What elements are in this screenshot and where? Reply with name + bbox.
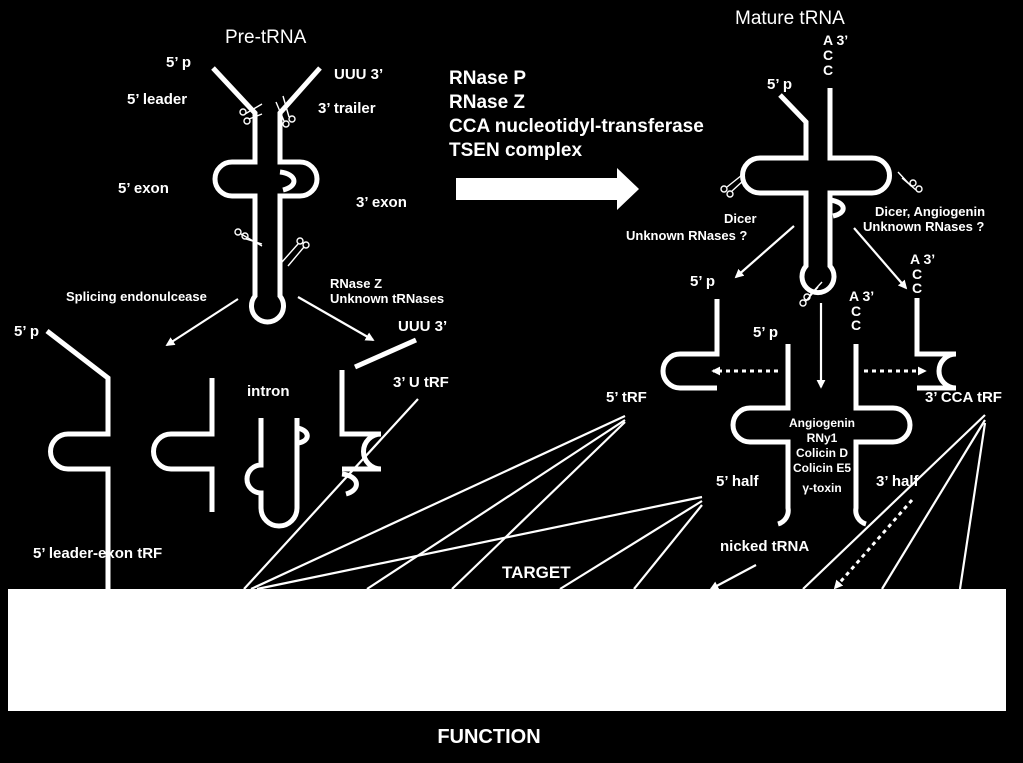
pre-uuu3-label: UUU 3’ <box>334 66 383 83</box>
dicer-label: Dicer <box>724 211 757 226</box>
unknown-rnases-left-label: Unknown RNases ? <box>626 228 747 243</box>
processing-arrow <box>456 168 639 210</box>
pre-5-leader-label: 5’ leader <box>127 91 187 108</box>
utrf-fragment <box>353 337 418 370</box>
target-label: TARGET <box>502 563 571 582</box>
target-connector-lines <box>243 398 987 591</box>
trf5-label: 5’ tRF <box>606 389 647 406</box>
cleaver-colicin-e5: Colicin E5 <box>793 461 851 475</box>
pre-5-exon-label: 5’ exon <box>118 180 169 197</box>
pre-3-exon-label: 3’ exon <box>356 194 407 211</box>
products-5p-label: 5’ p <box>14 323 39 340</box>
products-uuu3-label: UUU 3’ <box>398 318 447 335</box>
intron-fragment <box>244 418 310 529</box>
leader-exon-trf-label: 5’ leader-exon tRF <box>33 545 162 562</box>
mature-cc2-label: C <box>851 317 861 333</box>
half3-label: 3’ half <box>876 473 920 490</box>
enzyme-rnase-p: RNase P <box>449 68 526 89</box>
dicer-angiogenin-label: Dicer, Angiogenin <box>875 204 985 219</box>
cleaver-gamma-toxin: γ-toxin <box>802 481 841 495</box>
trailer-exon-fragment <box>339 370 382 497</box>
cca-trf-label: 3’ CCA tRF <box>925 389 1002 406</box>
pre-trna-title: Pre-tRNA <box>225 27 307 48</box>
arrow-rnase-z <box>297 296 375 341</box>
arrow-splicing <box>165 298 239 346</box>
mature-5p-b-label: 5’ p <box>690 273 715 290</box>
pre-5p-label: 5’ p <box>166 54 191 71</box>
arrow-dicer-angiogenin <box>853 227 908 290</box>
function-label: FUNCTION <box>437 726 540 748</box>
leader-exon-fragment <box>45 329 111 590</box>
target-box <box>8 589 1006 711</box>
mature-a3-c-label: A 3’ <box>849 288 874 304</box>
rnase-z-label: RNase Z <box>330 276 382 291</box>
arrow-dicer <box>734 225 795 279</box>
unknown-trnases-label: Unknown tRNases <box>330 291 444 306</box>
mature-a3-label: A 3’ <box>823 32 848 48</box>
pre-trna-structure <box>211 66 322 325</box>
pre-3-trailer-label: 3’ trailer <box>318 100 376 117</box>
nicked-trna-label: nicked tRNA <box>720 538 809 555</box>
trf5-fragment <box>660 299 720 391</box>
enzyme-tsen-complex: TSEN complex <box>449 140 582 161</box>
mature-trna-title: Mature tRNA <box>735 8 845 29</box>
mature-a3-b-label: A 3’ <box>910 251 935 267</box>
mature-cb1-label: C <box>912 266 922 282</box>
cleaver-angiogenin: Angiogenin <box>789 416 855 430</box>
scissors-icon <box>234 95 310 267</box>
mature-cb2-label: C <box>912 280 922 296</box>
mature-c2-label: C <box>823 62 833 78</box>
mature-c1-label: C <box>823 47 833 63</box>
cleaver-rny1: RNy1 <box>807 431 838 445</box>
enzyme-rnase-z: RNase Z <box>449 92 525 113</box>
enzyme-cca-transferase: CCA nucleotidyl-transferase <box>449 116 704 137</box>
unknown-rnases-right-label: Unknown RNases ? <box>863 219 984 234</box>
utrf-label: 3’ U tRF <box>393 374 449 391</box>
mature-trna-structure <box>740 88 892 296</box>
splicing-endonuclease-label: Splicing endonulcease <box>66 289 207 304</box>
half5-label: 5’ half <box>716 473 760 490</box>
mature-5p-label: 5’ p <box>767 76 792 93</box>
intron-label: intron <box>247 383 290 400</box>
scissors-icon <box>720 171 923 307</box>
trf-cca-fragment <box>914 298 957 391</box>
cleaver-colicin-d: Colicin D <box>796 446 848 460</box>
mature-5p-c-label: 5’ p <box>753 324 778 341</box>
half5-fragment <box>730 344 791 527</box>
mature-cc1-label: C <box>851 303 861 319</box>
exon-fragment <box>151 378 215 512</box>
half3-fragment <box>853 344 913 527</box>
